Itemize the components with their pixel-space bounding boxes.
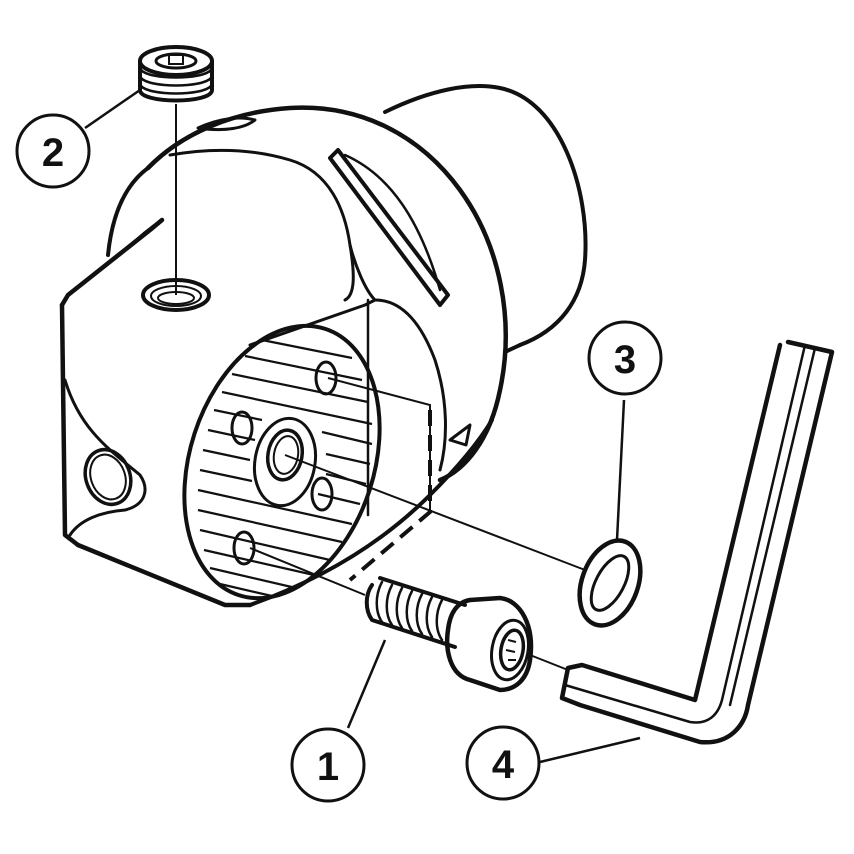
- callout-4: 4: [465, 725, 541, 801]
- callout-2-label: 2: [42, 131, 64, 175]
- o-ring: [577, 538, 643, 628]
- set-screw: [138, 45, 214, 103]
- callout-1: 1: [290, 727, 366, 803]
- side-port: [83, 447, 133, 507]
- cap-screw: [364, 576, 534, 693]
- callout-3-label: 3: [614, 338, 636, 382]
- hex-key: [559, 339, 835, 745]
- callout-4-label: 4: [492, 743, 515, 787]
- serrated-face: [182, 323, 382, 601]
- callout-2: 2: [15, 113, 91, 189]
- rear-shank: [383, 84, 588, 354]
- assembly-lines: [175, 104, 586, 671]
- main-body: [59, 105, 508, 608]
- callout-3: 3: [587, 320, 663, 396]
- callout-leaders: [84, 88, 641, 764]
- callout-1-label: 1: [317, 745, 339, 789]
